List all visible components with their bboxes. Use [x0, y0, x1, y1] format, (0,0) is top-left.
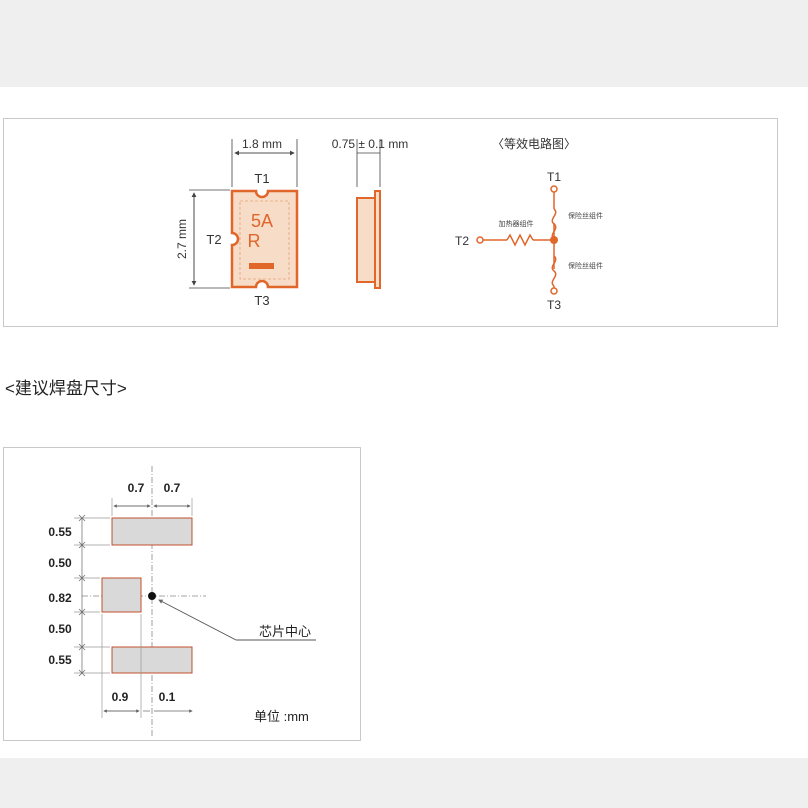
thickness-label: 0.75 ± 0.1 mm [332, 137, 409, 151]
pad-top [111, 517, 193, 546]
top-gray-band [0, 0, 808, 87]
fuse-bottom-symbol [551, 255, 557, 287]
unit-label: 单位 :mm [254, 709, 309, 724]
terminal-t1-label: T1 [254, 171, 269, 186]
heater-resistor-symbol [506, 233, 534, 247]
chip-center-dot [148, 592, 156, 600]
bottom-gray-band [0, 758, 808, 808]
dim-v3: 0.82 [48, 591, 72, 605]
height-label: 2.7 mm [175, 219, 189, 259]
section-heading: <建议焊盘尺寸> [5, 379, 127, 398]
circuit-t3-node [550, 287, 558, 295]
dim-v5: 0.55 [48, 653, 72, 667]
dim-bottom-left: 0.9 [112, 690, 129, 704]
height-dimension: 2.7 mm [175, 189, 230, 289]
width-dimension: 1.8 mm [231, 137, 298, 187]
marking-line1: 5A [251, 211, 273, 231]
terminal-t2-label: T2 [206, 232, 221, 247]
component-side-view [356, 190, 381, 289]
dim-bottom-right: 0.1 [159, 690, 176, 704]
footprint-drawing: 芯片中心 0.7 0.7 0.55 0.50 0.82 0.50 0.55 [48, 466, 316, 738]
pad-middle [101, 577, 142, 613]
chip-center-label: 芯片中心 [259, 624, 311, 639]
component-drawing: 1.8 mm 2.7 mm T1 T2 T3 5A R 0.75 ± 0.1 m [175, 136, 603, 312]
component-top-view: 5A R [230, 189, 299, 289]
footprint-panel: 芯片中心 0.7 0.7 0.55 0.50 0.82 0.50 0.55 [3, 447, 361, 741]
fuse-top-label: 保险丝组件 [568, 211, 603, 220]
chip-center-leader [158, 599, 237, 641]
marking-line2: R [248, 231, 261, 251]
circuit-title: 〈等效电路图〉 [492, 136, 576, 151]
dim-v4: 0.50 [48, 622, 72, 636]
heater-label: 加热器组件 [499, 219, 534, 228]
circuit-t2-node [476, 236, 484, 244]
dim-top-left: 0.7 [128, 481, 145, 495]
marking-bar [249, 263, 274, 269]
circuit-t2-label: T2 [455, 234, 469, 248]
component-drawing-panel: 1.8 mm 2.7 mm T1 T2 T3 5A R 0.75 ± 0.1 m [3, 118, 778, 327]
pad-bottom [111, 646, 193, 674]
circuit-t1-node [550, 185, 558, 193]
dim-top-right: 0.7 [164, 481, 181, 495]
thickness-dimension: 0.75 ± 0.1 mm [332, 137, 409, 187]
terminal-t3-label: T3 [254, 293, 269, 308]
dim-v1: 0.55 [48, 525, 72, 539]
circuit-t3-label: T3 [547, 298, 561, 312]
width-label: 1.8 mm [242, 137, 282, 151]
dim-v2: 0.50 [48, 556, 72, 570]
equivalent-circuit: T1 T3 T2 加热器组件 保险丝组件 保险丝组件 [455, 170, 603, 312]
circuit-t1-label: T1 [547, 170, 561, 184]
fuse-bottom-label: 保险丝组件 [568, 261, 603, 270]
